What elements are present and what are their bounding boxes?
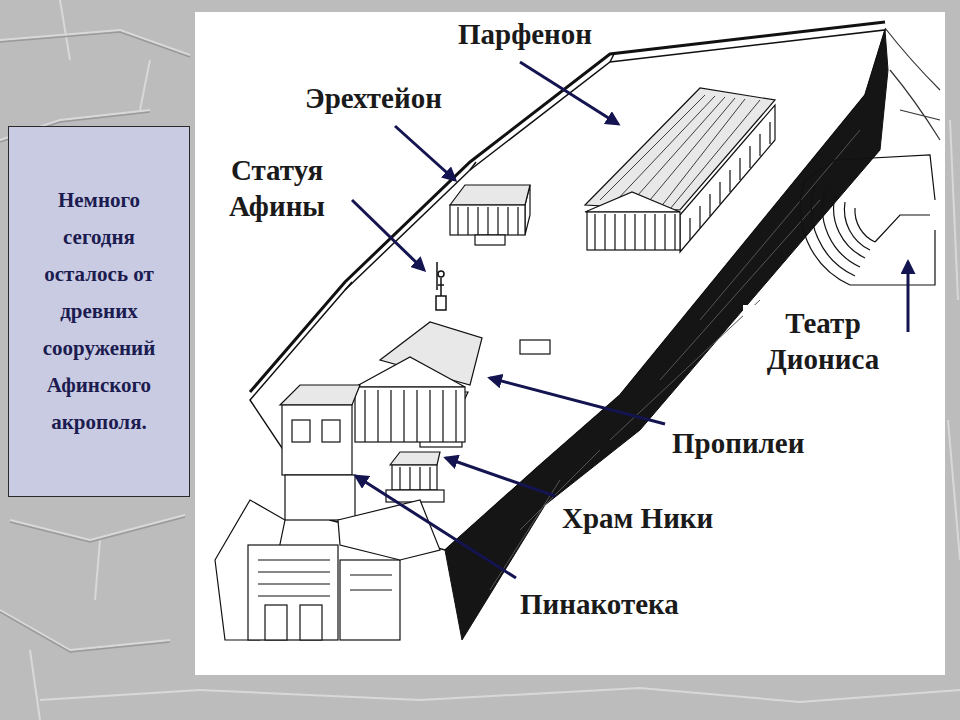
- entrance-stairs: [215, 500, 440, 640]
- slab: [520, 340, 550, 354]
- building-label: Театр Диониса: [743, 305, 903, 377]
- stone-shadow: [0, 32, 190, 652]
- text-panel: Немного сегодня осталось от древних соор…: [8, 126, 190, 497]
- building-label: Статуя Афины: [210, 152, 344, 224]
- building-label: Храм Ники: [560, 500, 715, 536]
- erechtheion: [450, 185, 530, 245]
- building-label: Пропилеи: [670, 425, 806, 461]
- panel-text: Немного сегодня осталось от древних соор…: [9, 176, 189, 447]
- leader-arrows: [352, 62, 908, 578]
- building-label: Пинакотека: [518, 586, 681, 622]
- parthenon: [585, 88, 775, 252]
- nike-temple: [386, 452, 444, 502]
- white-panel: [195, 12, 945, 675]
- building-label: Эрехтейон: [303, 80, 444, 116]
- hill-lines: [885, 28, 940, 140]
- building-label: Парфенон: [456, 16, 594, 52]
- dionysus-theatre: [800, 155, 935, 285]
- athena-statue: [436, 262, 446, 310]
